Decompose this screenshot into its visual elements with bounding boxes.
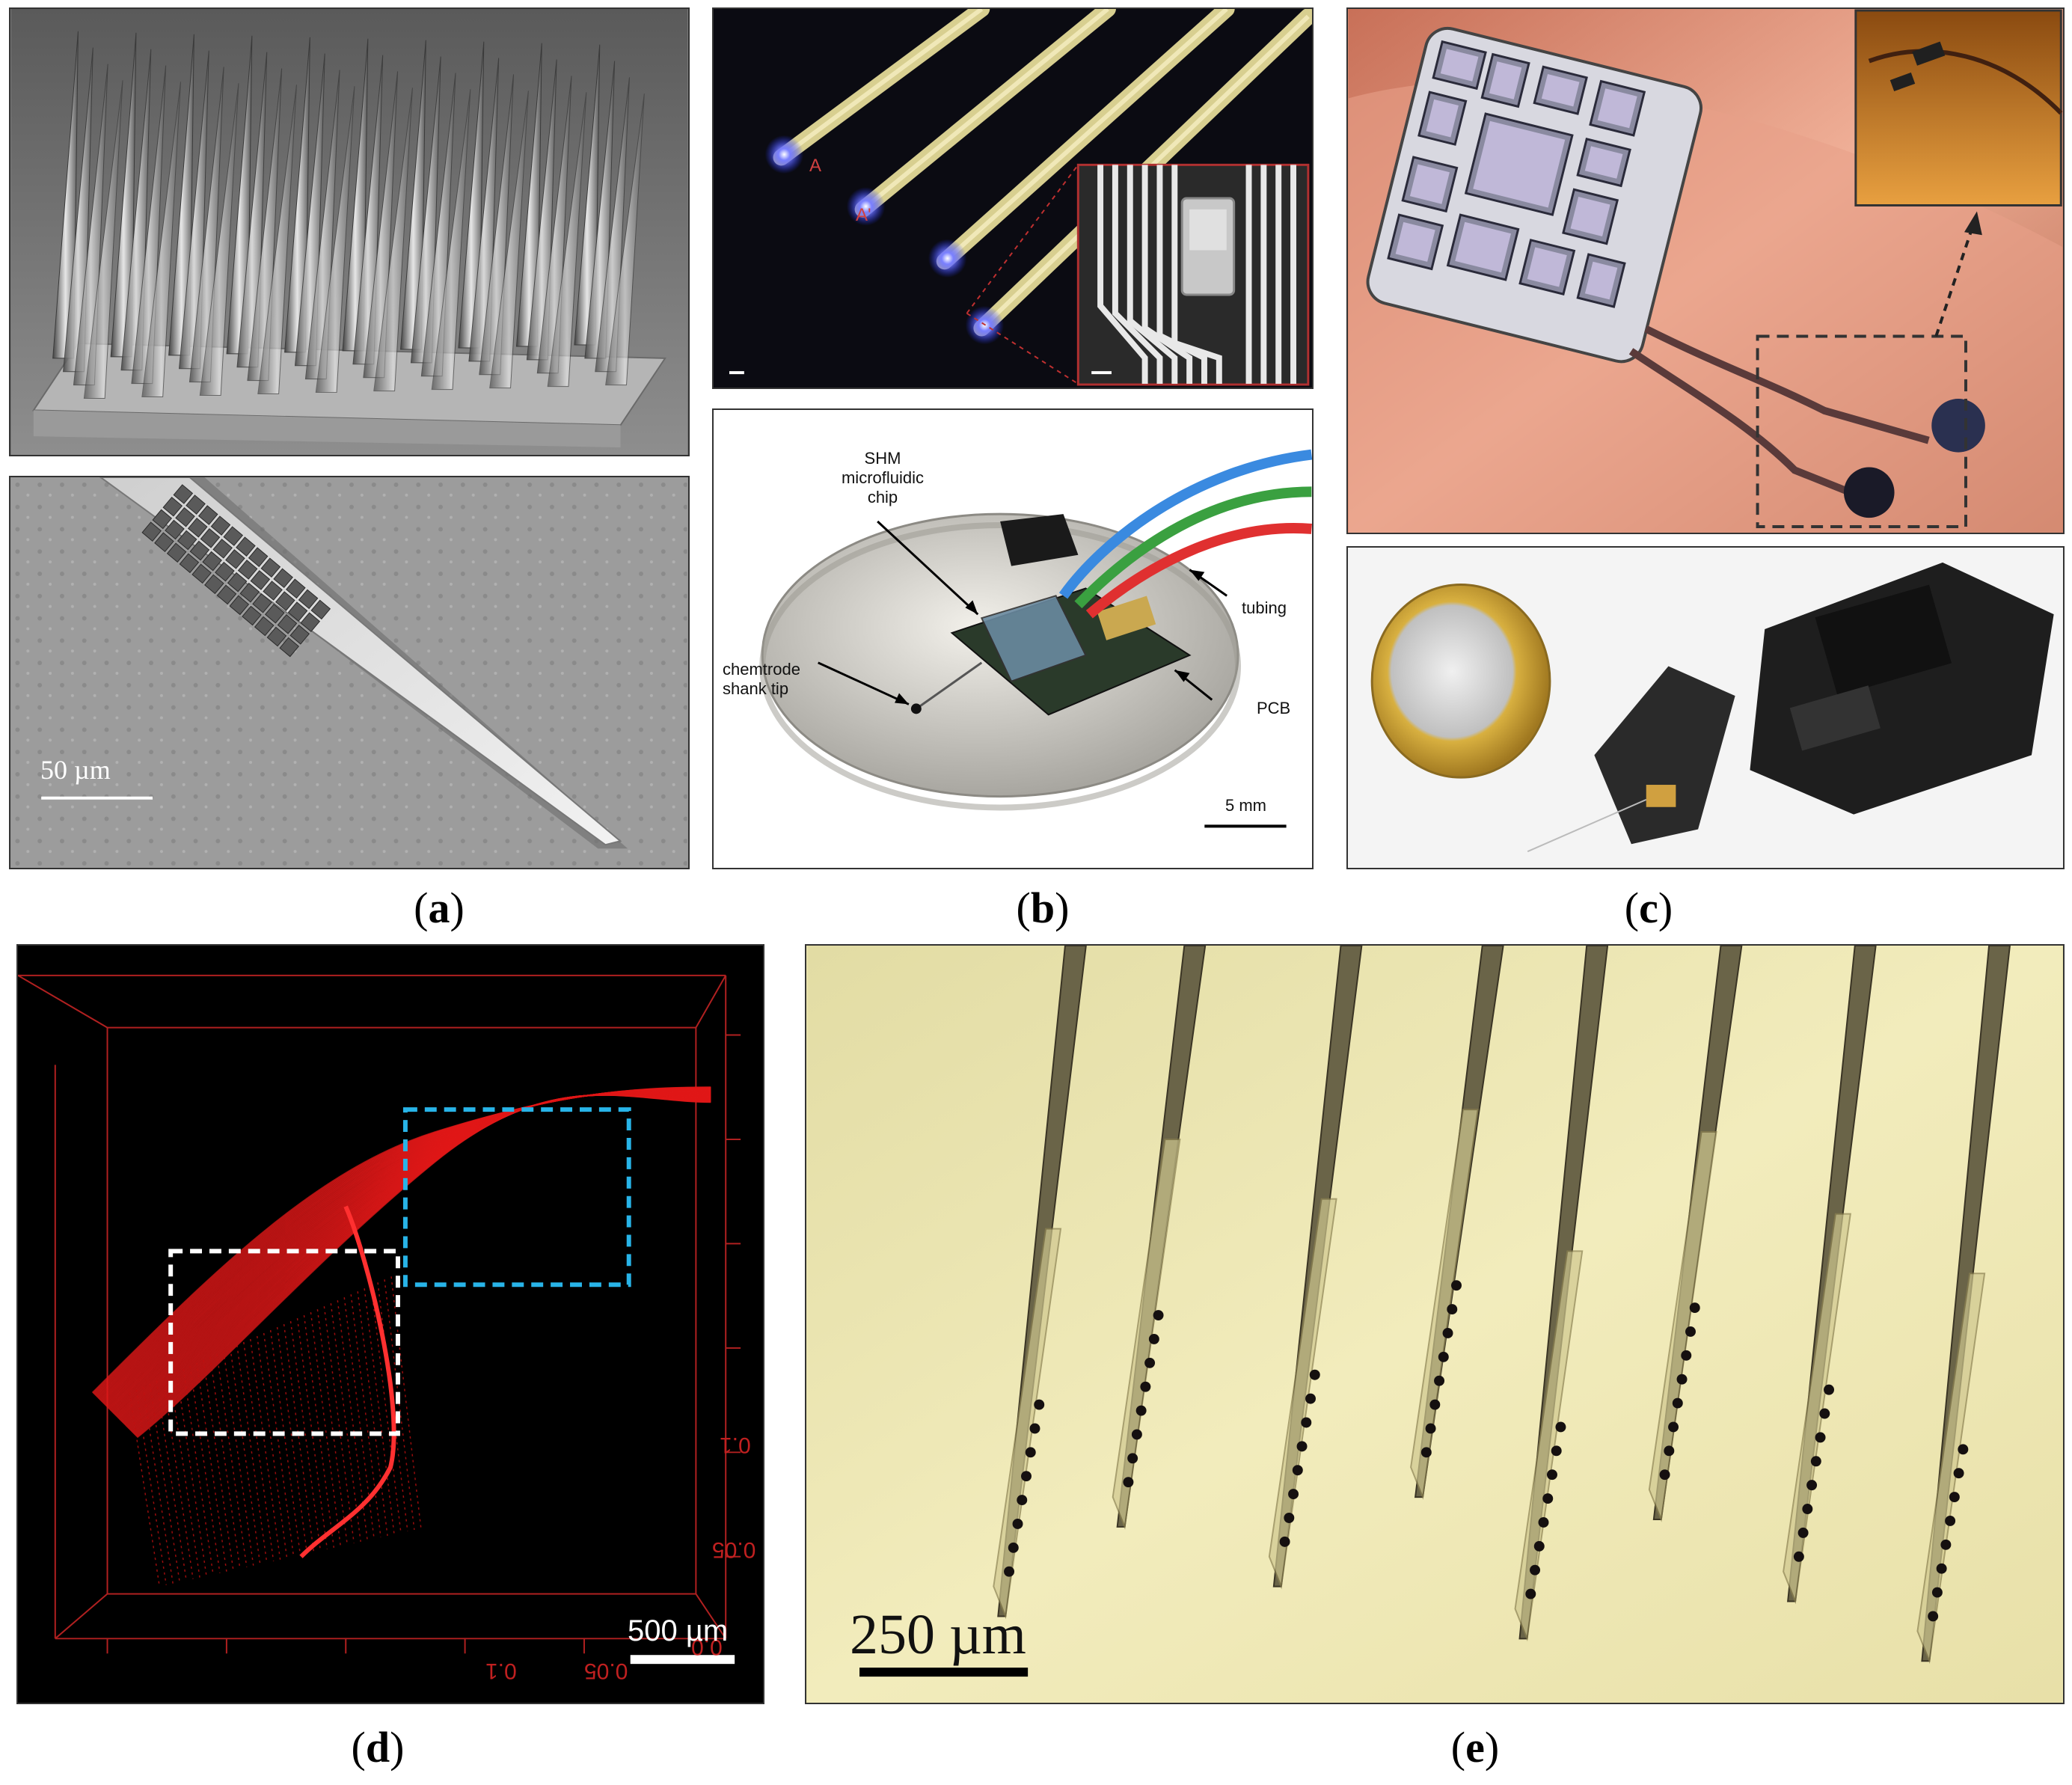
panel-d-3d-reconstruction: 0.1 0.05 0.1 0.05 0.0 500 µm <box>16 944 764 1704</box>
panel-b-bottom-chemtrode: SHM microfluidic chip tubing chemtrode s… <box>712 408 1314 869</box>
chemtrode-label-line-2: shank tip <box>723 679 789 698</box>
headstage-image <box>1349 548 2062 868</box>
panel-b-top-optical-probes: A A' <box>712 7 1314 389</box>
section-label-a-prime: A' <box>856 205 871 225</box>
shm-label-line-1: SHM <box>864 449 901 468</box>
panel-a-top-sem-array <box>9 7 690 456</box>
chemtrode-label-line-1: chemtrode <box>723 660 800 679</box>
sem-array-image <box>11 9 687 455</box>
panel-d-scale-label: 500 µm <box>628 1614 729 1647</box>
optical-probes-image <box>714 9 1312 388</box>
panel-e-multishank-array: 250 µm <box>805 944 2065 1704</box>
panel-a-scale-label: 50 µm <box>40 755 111 785</box>
tick-label-bottom-0.05: 0.05 <box>584 1659 628 1683</box>
panel-c-bottom-headstage <box>1346 546 2065 869</box>
pcb-label: PCB <box>1257 699 1291 717</box>
multishank-array-image <box>807 946 2062 1703</box>
caption-b: (b) <box>1016 884 1070 932</box>
caption-c: (c) <box>1624 884 1673 932</box>
tubing-label: tubing <box>1242 598 1287 617</box>
3d-reconstruction-image <box>18 946 763 1703</box>
caption-a: (a) <box>414 884 465 932</box>
tick-label-right-0.05: 0.05 <box>712 1537 756 1562</box>
caption-e: (e) <box>1450 1723 1500 1772</box>
panel-e-scale-label: 250 µm <box>850 1603 1026 1666</box>
section-label-a: A <box>809 156 822 176</box>
tick-label-right-0.1: 0.1 <box>720 1433 751 1457</box>
wireless-implant-image <box>1348 9 2063 533</box>
caption-d: (d) <box>351 1723 405 1772</box>
panel-b-scale-label: 5 mm <box>1225 796 1266 815</box>
panel-c-top-wireless-implant <box>1346 7 2065 534</box>
shm-label-line-3: chip <box>867 488 898 506</box>
panel-a-bottom-sem-shank: 50 µm <box>9 476 690 869</box>
tick-label-bottom-0.1: 0.1 <box>485 1659 517 1683</box>
shm-label-line-2: microfluidic <box>841 468 925 487</box>
sem-shank-image <box>11 477 687 868</box>
chemtrode-image <box>759 449 1312 828</box>
